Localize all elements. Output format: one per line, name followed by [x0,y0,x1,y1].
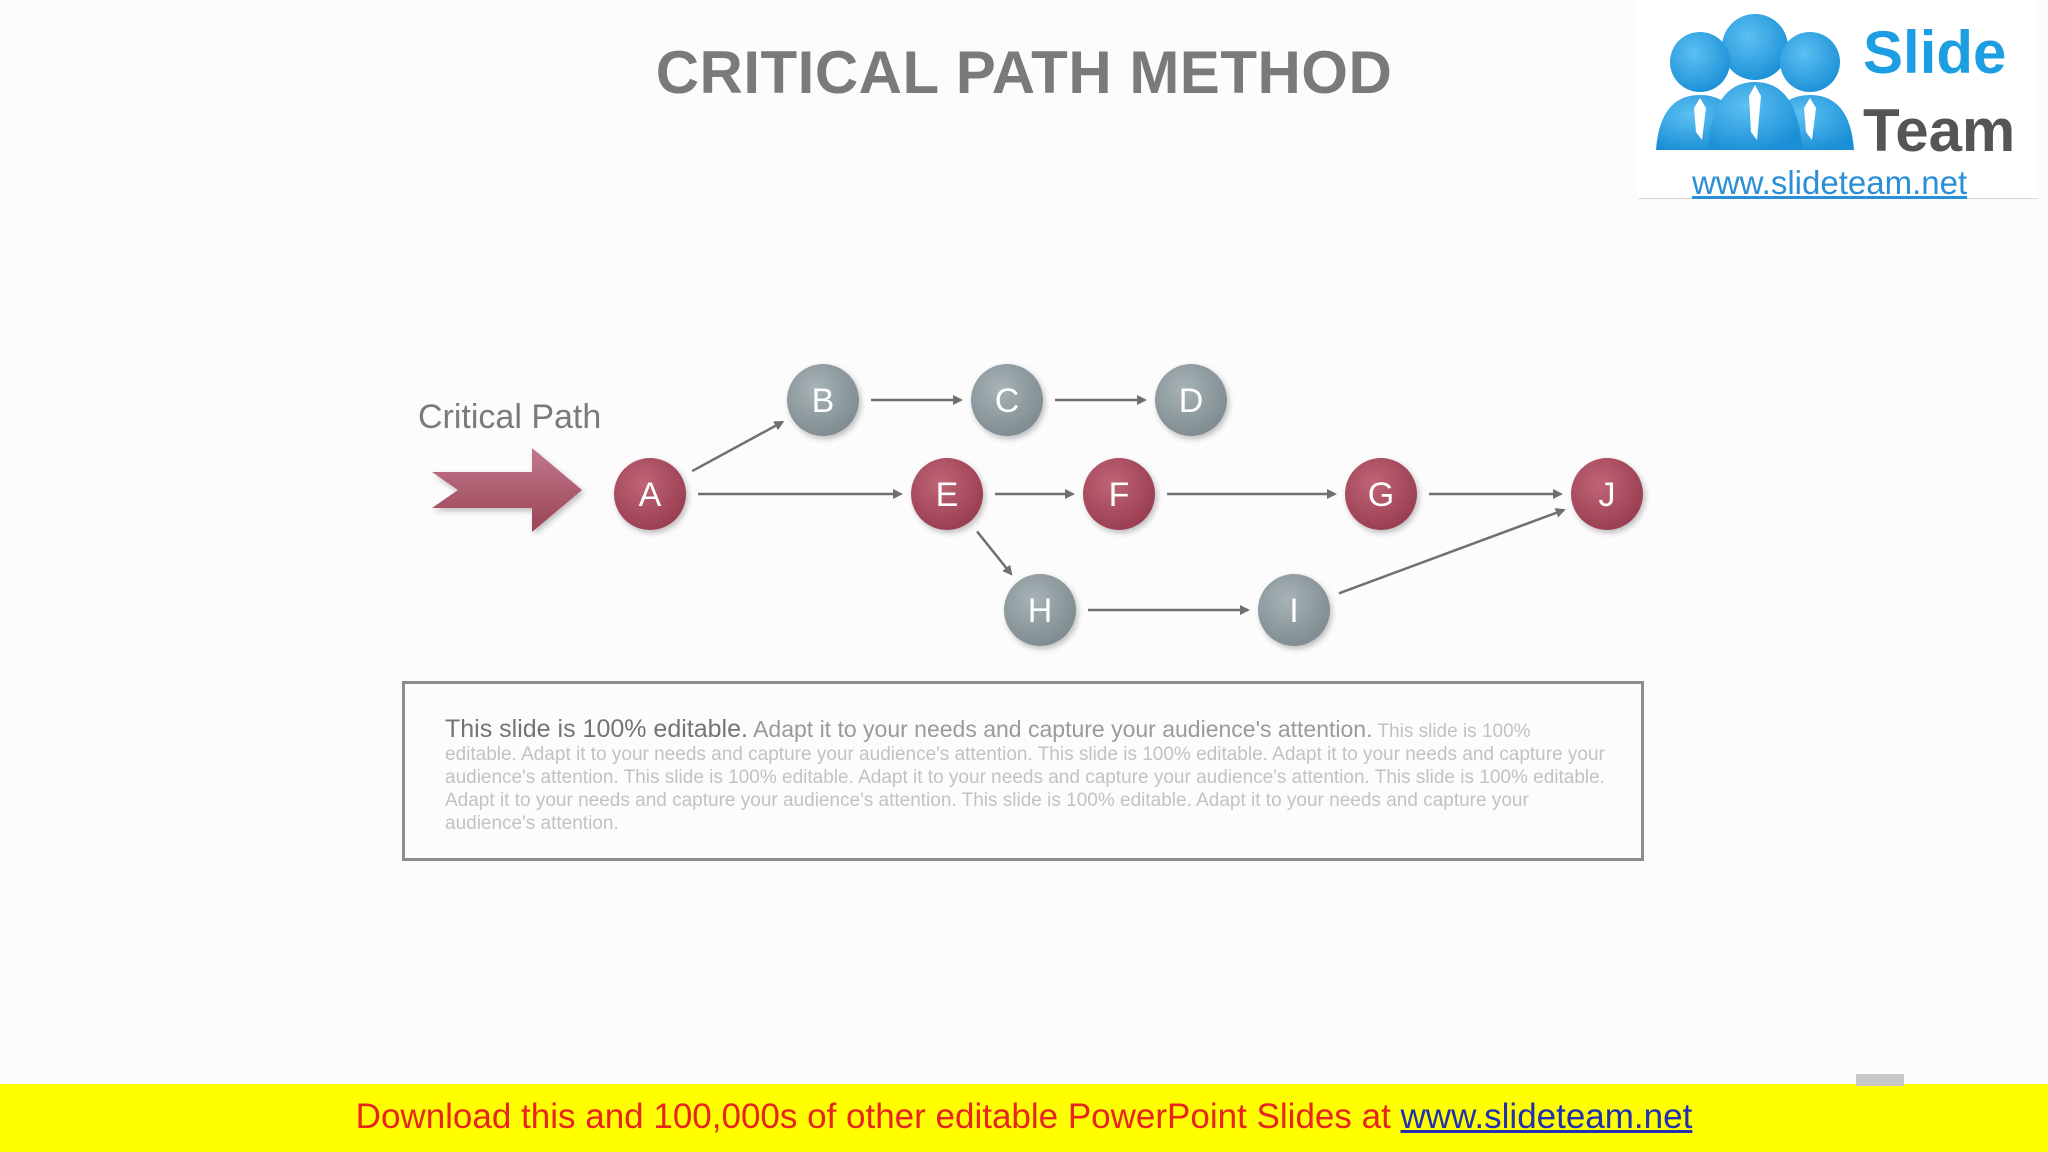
node-I: I [1258,574,1330,646]
scroll-tab[interactable] [1856,1074,1904,1086]
node-H-label: H [1028,592,1053,630]
logo-brand-line1: Slide [1863,19,2007,86]
node-E-label: E [936,476,959,514]
description-paragraph: This slide is 100% editable. Adapt it to… [445,715,1605,835]
node-B: B [787,364,859,436]
node-A: A [614,458,686,530]
node-C: C [971,364,1043,436]
description-box: This slide is 100% editable. Adapt it to… [402,681,1644,861]
node-G: G [1345,458,1417,530]
node-F-label: F [1109,476,1130,514]
node-D-label: D [1179,382,1204,420]
node-E-circle [911,458,983,530]
node-B-label: B [812,382,835,420]
edges-group [691,395,1566,615]
description-sub: Adapt it to your needs and capture your … [747,716,1373,742]
node-J-circle [1571,458,1643,530]
node-H: H [1004,574,1076,646]
node-G-circle [1345,458,1417,530]
logo-brand-line2: Team [1863,97,2016,164]
banner-text-container: Download this and 100,000s of other edit… [0,1097,2048,1137]
nodes-group: A B C D E F G H I J [614,364,1643,646]
node-H-circle [1004,574,1076,646]
node-F: F [1083,458,1155,530]
node-J-label: J [1599,476,1616,514]
node-D-circle [1155,364,1227,436]
edge-E-H [976,530,1013,576]
description-lead: This slide is 100% editable. [445,715,748,743]
description-body: This slide is 100% editable. Adapt it to… [445,721,1605,834]
slideteam-logo[interactable]: Slide Team www.slideteam.net [1638,0,2038,201]
node-D: D [1155,364,1227,436]
node-I-circle [1258,574,1330,646]
node-A-circle [614,458,686,530]
download-banner: Download this and 100,000s of other edit… [0,1084,2048,1152]
node-I-label: I [1289,592,1298,630]
edge-A-B [691,420,785,473]
slide-title: CRITICAL PATH METHOD [655,39,1393,106]
logo-url-link[interactable]: www.slideteam.net [1692,164,1968,201]
node-C-label: C [995,382,1020,420]
critical-path-label: Critical Path [418,398,602,436]
critical-path-arrow-icon [432,448,582,532]
node-J: J [1571,458,1643,530]
node-E: E [911,458,983,530]
node-F-circle [1083,458,1155,530]
node-G-label: G [1368,476,1394,514]
node-A-label: A [639,476,662,514]
cpm-network-diagram: A B C D E F G H I J [432,364,1643,646]
people-icon [1656,14,1854,150]
banner-text: Download this and 100,000s of other edit… [355,1097,1401,1136]
edge-I-J [1338,508,1566,595]
node-C-circle [971,364,1043,436]
node-B-circle [787,364,859,436]
banner-link[interactable]: www.slideteam.net [1400,1097,1693,1136]
